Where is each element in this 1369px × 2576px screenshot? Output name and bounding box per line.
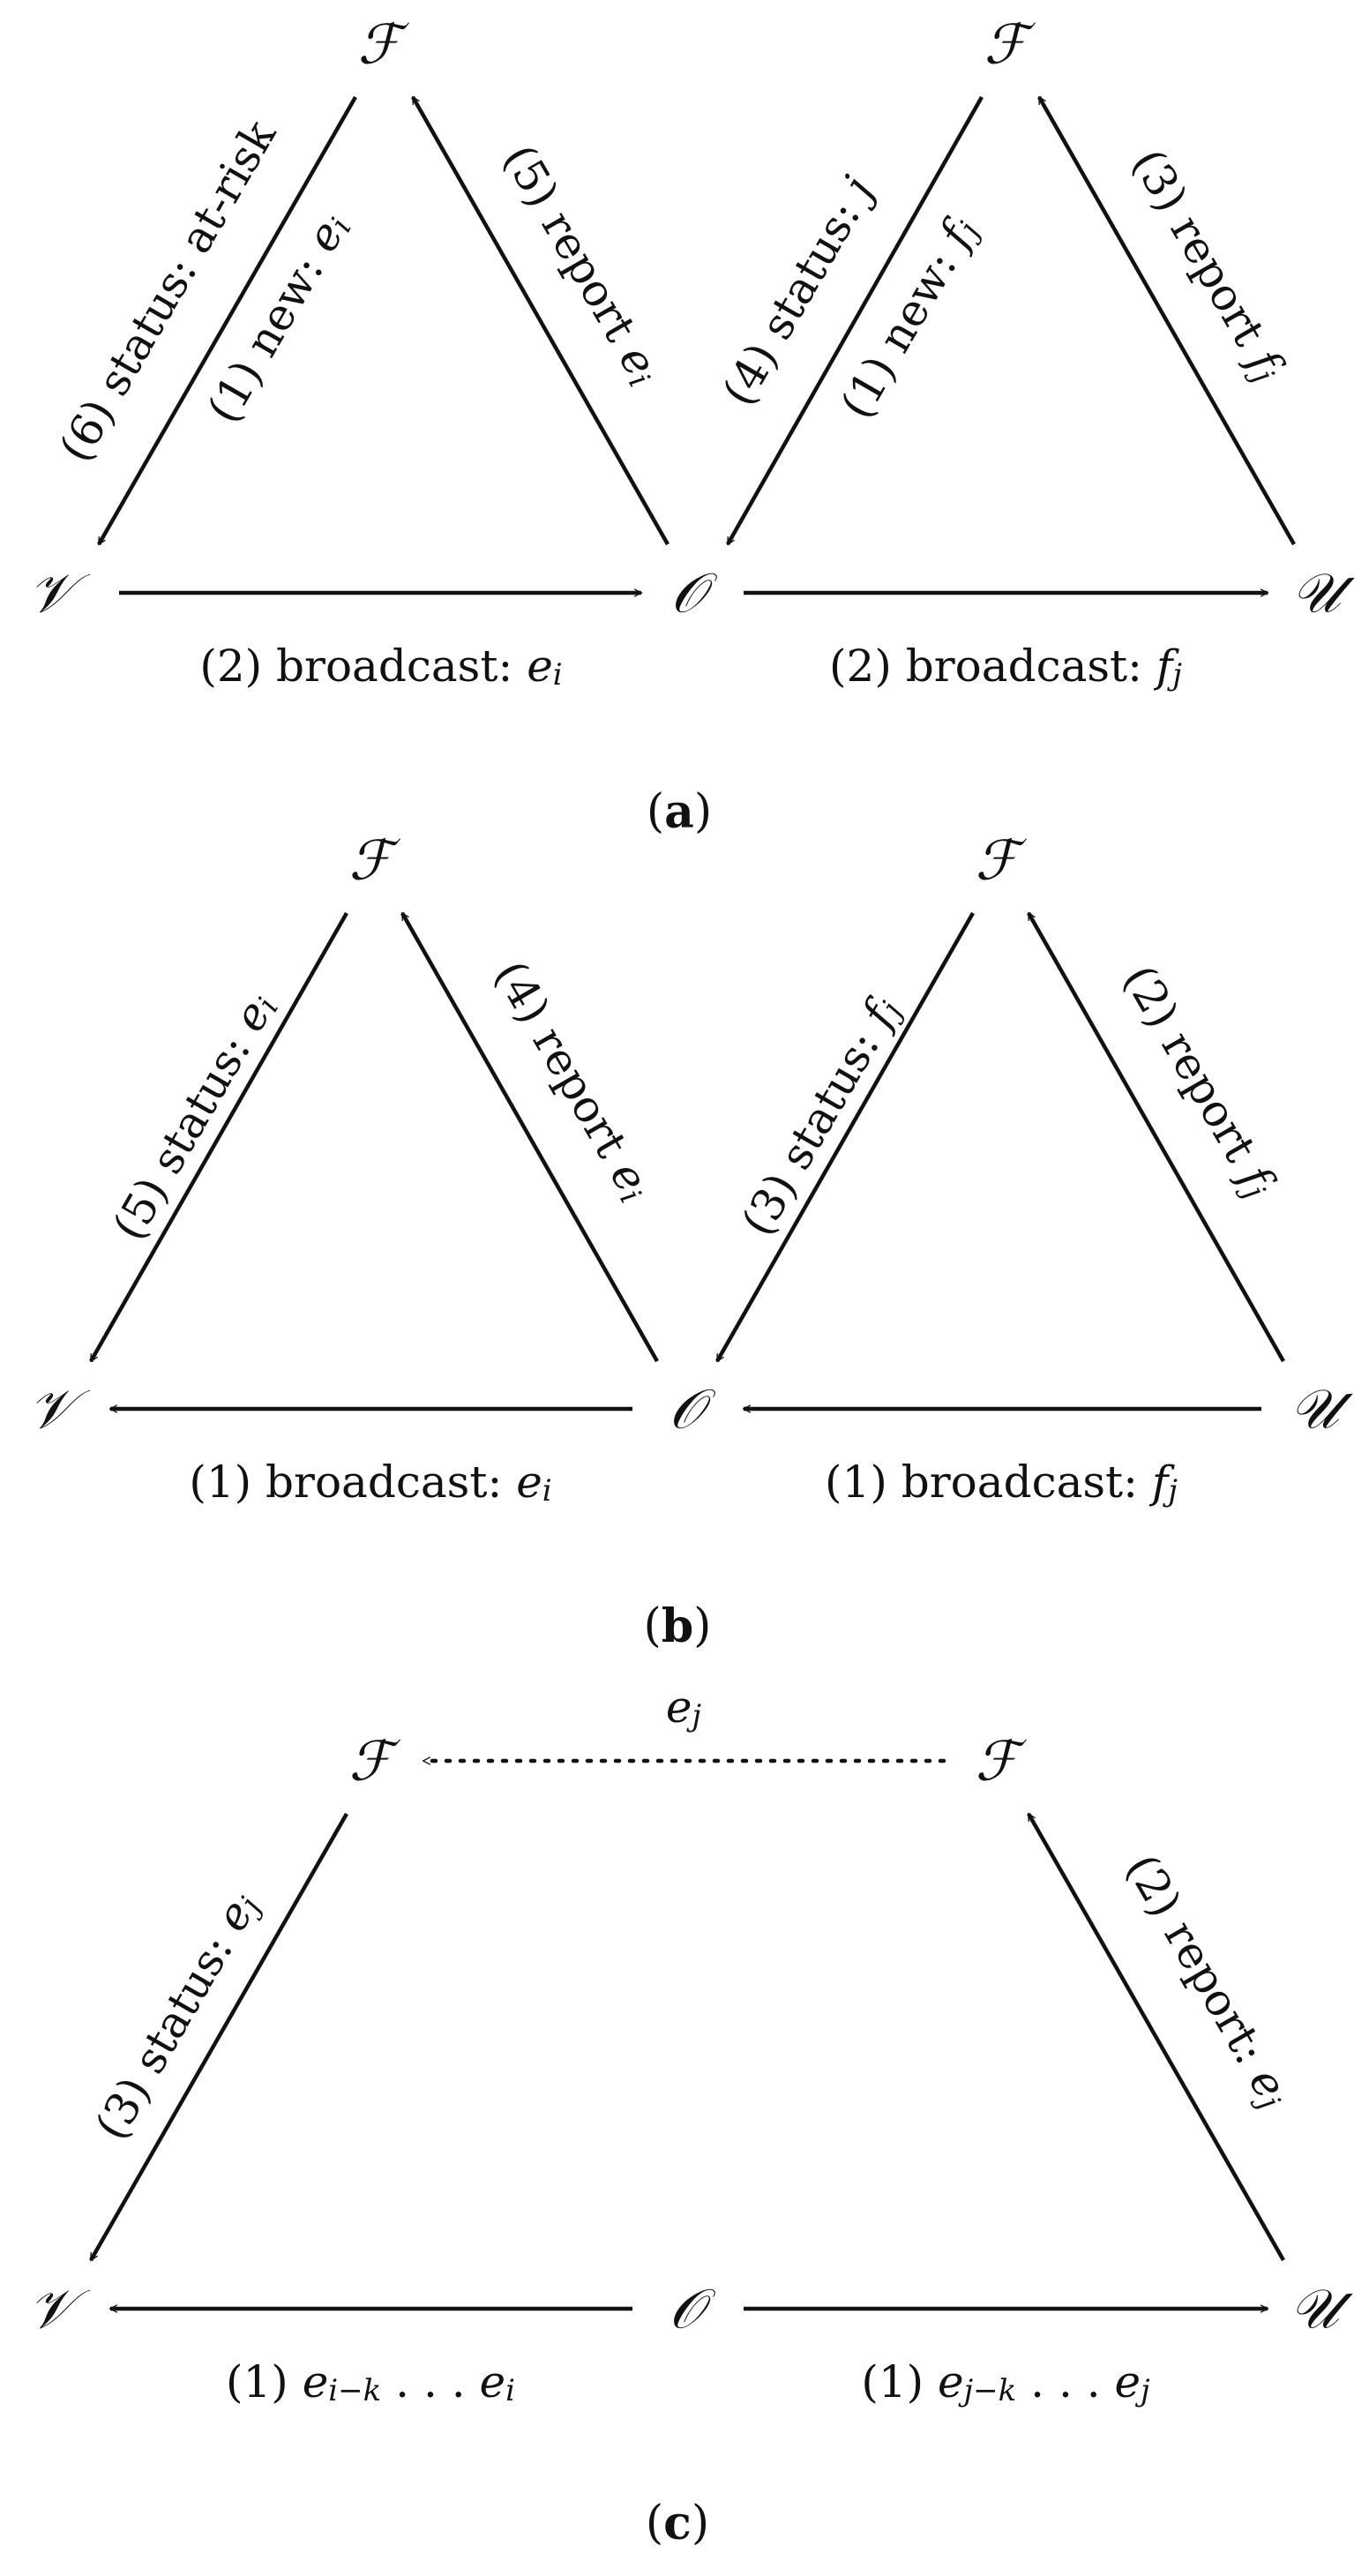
node-f2-b: ℱ xyxy=(976,828,1028,893)
label-b-report-fj: (2) report fj xyxy=(1112,956,1286,1205)
label-segment: (2) broadcast: xyxy=(829,640,1156,692)
label-c-report-ej: (2) report: ej xyxy=(1115,1846,1301,2115)
label-segment: e xyxy=(527,640,553,692)
arrow-a-status-j xyxy=(726,95,984,544)
caption-a: (a) xyxy=(647,785,712,839)
label-segment: (2) report xyxy=(1113,956,1273,1182)
label-segment: (2) broadcast: xyxy=(199,640,527,692)
caption-c: (c) xyxy=(646,2497,709,2550)
label-c-ej-dotted: ej xyxy=(666,1681,702,1734)
label-segment: (1) xyxy=(226,2356,303,2408)
label-segment: (1) broadcast: xyxy=(189,1456,516,1508)
label-segment: (4) report xyxy=(484,952,644,1178)
label-a-report-fj: (3) report fj xyxy=(1121,140,1295,389)
label-a-broadcast-ei: (2) broadcast: ei xyxy=(199,640,562,693)
label-a-report-ei: (5) report ei xyxy=(492,136,670,393)
label-c-seq-ei: (1) ei−k . . . ei xyxy=(226,2356,515,2408)
caption-b: (b) xyxy=(644,1599,712,1653)
label-segment: (5) status: xyxy=(103,1015,268,1248)
node-u-c: 𝒰 xyxy=(1290,2277,1353,2341)
label-segment: . . . xyxy=(1016,2356,1114,2408)
label-segment: (1) broadcast: xyxy=(825,1456,1152,1508)
node-o-b: 𝒪 xyxy=(669,1377,715,1442)
label-a-status-atrisk: (6) status: at-risk xyxy=(49,111,286,470)
caption-letter: a xyxy=(664,785,694,839)
node-v-c: 𝒱 xyxy=(28,2277,91,2341)
node-u-a: 𝒰 xyxy=(1291,561,1355,625)
node-u-b: 𝒰 xyxy=(1290,1377,1353,1442)
label-segment: e xyxy=(516,1456,542,1508)
label-segment: e xyxy=(666,1681,692,1733)
label-a-broadcast-fj: (2) broadcast: fj xyxy=(829,640,1182,693)
arrow-b-report-ei xyxy=(400,913,659,1363)
node-f1-c: ℱ xyxy=(349,1729,401,1793)
label-segment: e xyxy=(938,2356,964,2408)
node-f2-c: ℱ xyxy=(976,1729,1028,1793)
label-b-status-fj: (3) status: fj xyxy=(731,987,909,1244)
arrow-c-report-ej xyxy=(1027,1814,1285,2262)
label-segment: e xyxy=(303,2356,329,2408)
label-segment: i−k xyxy=(328,2373,381,2408)
node-v-b: 𝒱 xyxy=(28,1377,91,1442)
label-segment: i xyxy=(542,1473,552,1509)
node-f1-b: ℱ xyxy=(349,828,401,893)
arrow-a-status-atrisk xyxy=(97,95,357,544)
label-segment: i xyxy=(553,657,563,693)
label-segment: (6) status: at-risk xyxy=(49,111,286,470)
label-b-report-ei: (4) report ei xyxy=(483,952,662,1209)
label-b-status-ei: (5) status: ei xyxy=(103,984,287,1249)
node-v-a: 𝒱 xyxy=(28,561,91,625)
label-segment: (1) xyxy=(861,2356,938,2408)
caption-letter: b xyxy=(662,1599,693,1653)
arrow-c-status-ej xyxy=(89,1812,348,2260)
arrow-b-status-fj xyxy=(715,911,975,1361)
node-f1-a: ℱ xyxy=(358,12,410,77)
node-f2-a: ℱ xyxy=(984,12,1036,77)
node-o-a: 𝒪 xyxy=(670,561,717,625)
label-segment: i xyxy=(505,2373,515,2408)
arrow-b-status-ei xyxy=(89,911,348,1361)
arrow-b-report-fj xyxy=(1027,913,1285,1363)
label-segment: e xyxy=(1115,2356,1141,2408)
label-b-broadcast-ei: (1) broadcast: ei xyxy=(189,1456,551,1509)
label-c-seq-ej: (1) ej−k . . . ej xyxy=(861,2356,1150,2408)
caption-letter: c xyxy=(663,2497,692,2550)
node-o-c: 𝒪 xyxy=(669,2277,715,2341)
label-segment: . . . xyxy=(381,2356,479,2408)
label-segment: (3) status: xyxy=(731,1010,896,1244)
arrow-a-report-ei xyxy=(411,97,670,546)
label-b-broadcast-fj: (1) broadcast: fj xyxy=(825,1456,1178,1509)
label-segment: (3) report xyxy=(1122,140,1282,366)
label-segment: j−k xyxy=(958,2373,1017,2408)
label-segment: (2) report: xyxy=(1116,1846,1283,2085)
label-segment: (3) status: xyxy=(86,1914,251,2148)
panel-b: ℱ ℱ 𝒱 𝒪 𝒰 (5) status: ei (4) report ei (3) stat… xyxy=(28,828,1353,1653)
arrow-a-report-fj xyxy=(1037,97,1296,546)
label-segment: e xyxy=(480,2356,506,2408)
label-segment: (5) report xyxy=(493,136,653,362)
